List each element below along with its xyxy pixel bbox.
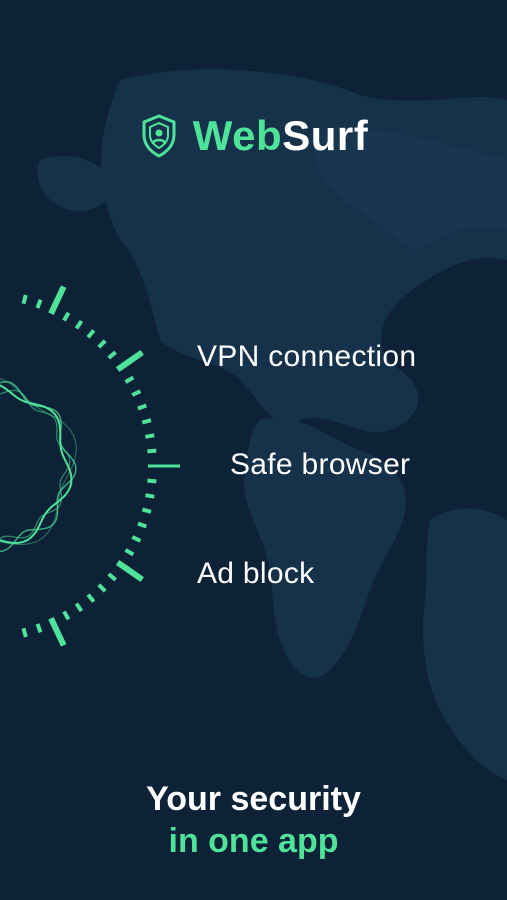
dial-tick <box>115 559 144 583</box>
signal-wave <box>0 378 77 545</box>
feature-safe-browser: Safe browser <box>230 448 411 481</box>
app-name: WebSurf <box>193 112 368 160</box>
dial-tick <box>137 403 147 411</box>
dial-tick <box>48 285 67 315</box>
dial-tick <box>35 623 43 633</box>
dial-tick <box>62 311 71 322</box>
dial-tick <box>131 535 142 543</box>
dial-tick <box>35 299 43 309</box>
dial-tick <box>145 433 155 439</box>
dial-tick <box>97 339 107 349</box>
dial-tick <box>137 521 147 529</box>
app-name-accent: Web <box>192 112 283 159</box>
signal-wave <box>0 380 77 553</box>
dial-tick <box>21 627 28 638</box>
tagline-line-1: Your security <box>146 780 361 818</box>
dial-tick <box>62 610 71 621</box>
signal-wave <box>0 389 71 540</box>
dial-tick <box>124 375 135 384</box>
feature-ad-block: Ad block <box>197 557 315 590</box>
dial-tick <box>74 319 84 330</box>
dial-tick <box>86 329 96 339</box>
dial-tick <box>86 593 96 603</box>
dial-tick <box>124 548 135 557</box>
dial-tick <box>48 617 67 647</box>
dial-tick <box>97 583 107 593</box>
app-header: WebSurf <box>0 110 507 162</box>
dial-tick <box>115 349 144 373</box>
tagline-line-2: in one app <box>168 822 339 860</box>
tagline: Your security in one app <box>0 778 507 862</box>
dial-tick <box>145 493 155 499</box>
dial-tick <box>147 478 157 484</box>
shield-lock-icon <box>142 114 176 158</box>
dial-tick <box>147 448 157 454</box>
dial-tick <box>131 389 142 397</box>
dial-tick <box>141 418 152 425</box>
app-name-rest: Surf <box>282 112 369 159</box>
dial-tick <box>21 294 28 305</box>
feature-vpn-connection: VPN connection <box>197 340 417 373</box>
dial-tick <box>141 507 152 514</box>
dial-tick <box>107 350 117 360</box>
dial-tick <box>74 602 84 613</box>
dial-tick <box>107 572 117 582</box>
